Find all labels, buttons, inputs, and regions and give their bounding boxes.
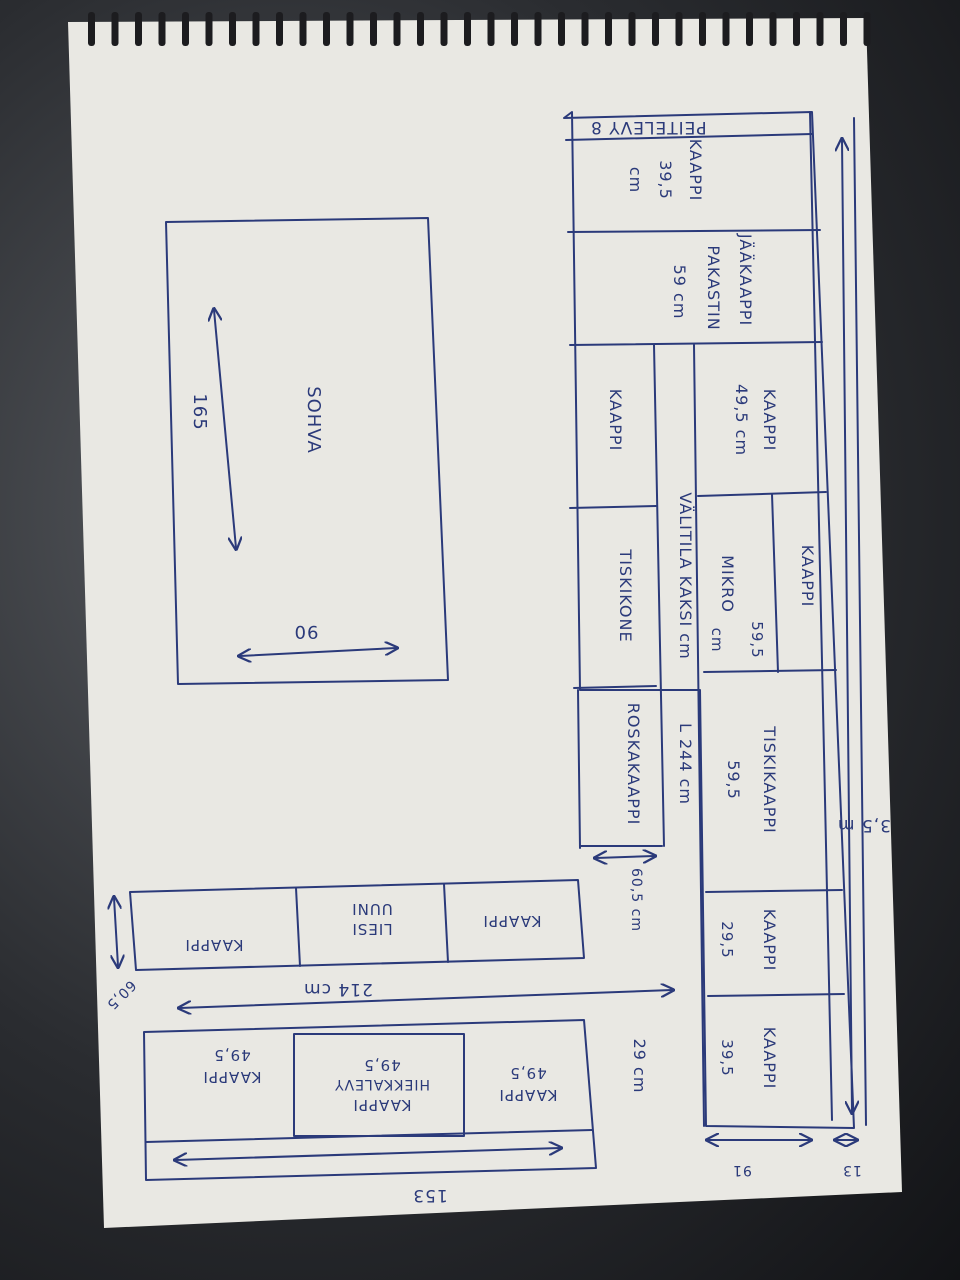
length-153-label: 153 xyxy=(412,1185,447,1205)
spiral-ring xyxy=(840,12,847,46)
kaappi-e-width: 49,5 xyxy=(509,1064,546,1082)
spiral-ring xyxy=(534,12,542,46)
kaappi-1-label: KAAPPI xyxy=(686,139,705,202)
kaappi-2-label: KAAPPI xyxy=(760,389,779,452)
sofa-label: SOHVA xyxy=(303,386,324,454)
pakastin-label: PAKASTIN xyxy=(704,245,723,330)
spiral-ring xyxy=(276,12,283,46)
kaappi-b-label: KAAPPI xyxy=(482,912,541,930)
hiekkalevy-label: HIEKKALEVY xyxy=(334,1076,430,1092)
dim-91-label: 91 xyxy=(732,1162,752,1178)
spiral-ring xyxy=(699,12,706,46)
sofa-length-arrow xyxy=(214,310,236,548)
spiral-ring xyxy=(769,12,777,46)
spiral-ring xyxy=(605,12,612,46)
spiral-ring xyxy=(299,12,307,46)
spiral-ring xyxy=(158,12,166,46)
tiskikaappi-label: TISKIKAAPPI xyxy=(760,725,779,833)
spiral-ring xyxy=(722,12,730,46)
peitelevy-label: PEITELEVY 8 xyxy=(590,117,707,137)
kaappi-4-label: KAAPPI xyxy=(760,909,779,972)
jaakaappi-label: JÄÄKAAPPI xyxy=(736,233,755,326)
spiral-ring xyxy=(652,12,659,46)
spiral-ring xyxy=(229,12,236,46)
counter-kaappi-label: KAAPPI xyxy=(606,389,625,452)
mikro-label: MIKRO xyxy=(718,555,737,613)
depth-60-label: 60,5 cm xyxy=(628,868,644,932)
counter-length-label: L 244 cm xyxy=(676,723,695,805)
spiral-ring xyxy=(346,12,354,46)
labels-bottom-wall: KAAPPI 49,5 KAAPPI HIEKKALEVY 49,5 KAAPP… xyxy=(202,1039,649,1205)
spiral-ring xyxy=(135,12,142,46)
left-wall-cabinets xyxy=(114,879,672,1008)
right-wall-cabinets xyxy=(563,111,867,1140)
kaappi-3-label: KAAPPI xyxy=(798,545,817,608)
sofa-length-label: 165 xyxy=(189,393,210,430)
liesi-label: LIESI xyxy=(351,920,392,938)
kaappi-e-label: KAAPPI xyxy=(498,1086,557,1104)
tiskikone-label: TISKIKONE xyxy=(616,548,635,642)
dim-29-label: 29 cm xyxy=(630,1039,649,1094)
spiral-ring xyxy=(111,12,119,46)
spiral-ring xyxy=(252,12,260,46)
bottom-wall-cabinets xyxy=(143,1019,597,1181)
spiral-ring xyxy=(558,12,565,46)
sofa xyxy=(165,217,449,685)
kaappi-c-label: KAAPPI xyxy=(202,1068,261,1086)
spiral-ring xyxy=(440,12,448,46)
spiral-ring xyxy=(816,12,824,46)
mikro-width: 59,5 xyxy=(748,621,766,658)
length-153-arrow xyxy=(176,1148,560,1160)
spiral-ring xyxy=(675,12,683,46)
spiral-ring xyxy=(323,12,330,46)
jaakaappi-width: 59 cm xyxy=(670,265,689,320)
kaappi-4-width: 29,5 xyxy=(718,921,736,958)
overall-length-arrow xyxy=(842,140,852,1112)
uuni-label: UUNI xyxy=(351,900,393,918)
spiral-ring xyxy=(464,12,471,46)
labels-right-wall: PEITELEVY 8 KAAPPI 39,5 cm JÄÄKAAPPI PAK… xyxy=(590,117,891,1178)
overall-length-label: 3,5 m xyxy=(837,815,891,835)
spiral-ring xyxy=(863,12,871,46)
mikro-unit: cm xyxy=(708,628,726,653)
spiral-ring xyxy=(417,12,424,46)
notebook-paper xyxy=(68,18,902,1228)
spiral-ring xyxy=(182,12,189,46)
spiral-ring xyxy=(581,12,589,46)
dim-13-label: 13 xyxy=(842,1162,862,1178)
labels-sofa: SOHVA 165 90 xyxy=(189,386,324,642)
length-214-label: 214 cm xyxy=(303,979,373,999)
spiral-ring xyxy=(88,12,95,46)
spiral-ring xyxy=(205,12,213,46)
spiral-ring xyxy=(511,12,518,46)
depth-60-left-arrow xyxy=(114,898,118,966)
sofa-width-arrow xyxy=(240,648,396,656)
kaappi-1-width: 39,5 xyxy=(656,160,675,200)
valitila-label: VÄLITILA KAKSI cm xyxy=(676,492,695,659)
kaappi-5-label: KAAPPI xyxy=(760,1027,779,1090)
sofa-width-label: 90 xyxy=(294,621,319,642)
kaappi-1-unit: cm xyxy=(626,167,645,193)
kaappi-5-width: 39,5 xyxy=(718,1039,736,1076)
length-214-arrow xyxy=(180,990,672,1008)
spiral-ring xyxy=(487,12,495,46)
spiral-ring xyxy=(746,12,753,46)
spiral-ring xyxy=(628,12,636,46)
spiral-ring xyxy=(793,12,800,46)
kaappi-a-label: KAAPPI xyxy=(184,936,243,954)
kaappi-2-width: 49,5 cm xyxy=(732,384,751,456)
depth-60-arrow xyxy=(596,856,654,858)
spiral-binding xyxy=(88,12,871,46)
kaappi-d-width: 49,5 xyxy=(363,1056,400,1074)
tiskikaappi-width: 59,5 xyxy=(724,760,743,800)
kaappi-d-label: KAAPPI xyxy=(352,1096,411,1114)
roskakaappi-label: ROSKAKAAPPI xyxy=(624,703,643,826)
kaappi-c-width: 49,5 xyxy=(213,1046,250,1064)
spiral-ring xyxy=(393,12,401,46)
spiral-ring xyxy=(370,12,377,46)
